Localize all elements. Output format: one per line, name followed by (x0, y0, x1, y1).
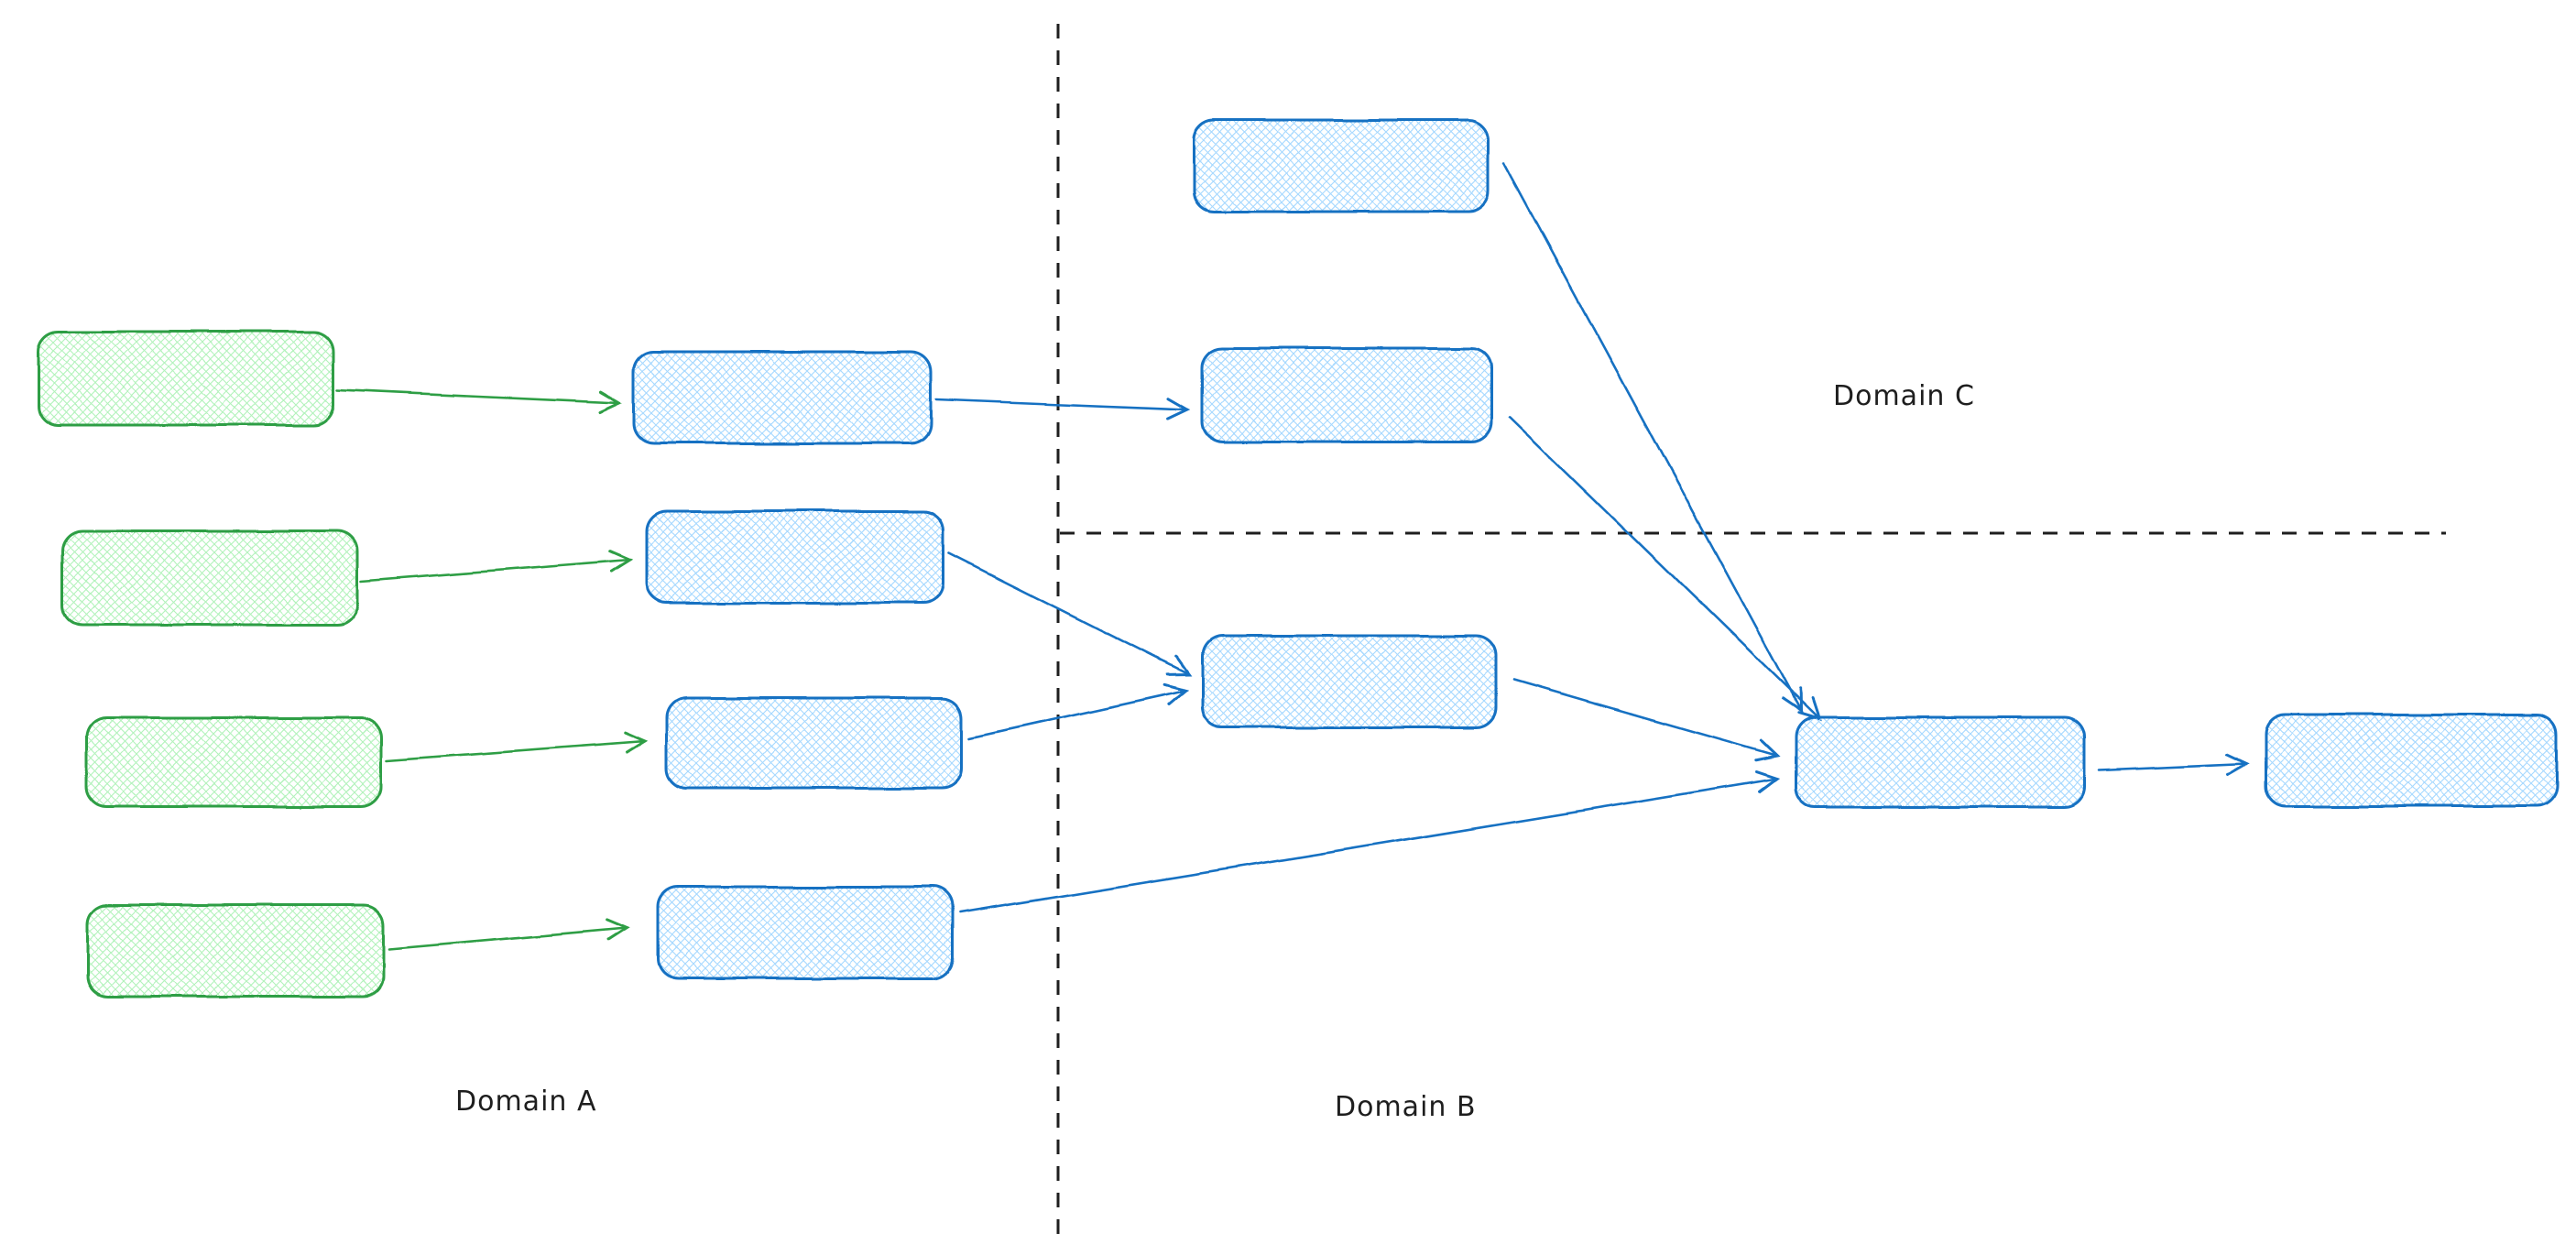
node-a-src-2 (60, 529, 359, 627)
node-c-top (1192, 118, 1490, 213)
edge-a-mid-4-to-b-hub (958, 770, 1781, 914)
domain-c-nodes (1192, 118, 1493, 443)
node-b-out (2264, 713, 2559, 808)
edge-a-src-4-to-a-mid-4 (387, 918, 630, 951)
edge-b-hub-to-b-out (2098, 753, 2250, 777)
label-domain-c: Domain C (1833, 380, 1975, 412)
node-a-src-1 (37, 330, 335, 427)
node-a-src-3 (84, 716, 383, 808)
domain-a-mid-nodes (632, 350, 964, 980)
label-domain-a: Domain A (455, 1086, 596, 1118)
edge-c-top-to-b-hub (1502, 161, 1803, 714)
node-b-hub (1794, 715, 2087, 809)
node-a-mid-3 (665, 696, 964, 790)
label-domain-b: Domain B (1335, 1091, 1477, 1123)
edge-a-mid-3-to-b-mid (967, 683, 1189, 740)
domain-b-nodes (1201, 634, 2559, 809)
node-a-mid-4 (656, 885, 955, 980)
edge-a-mid-2-to-b-mid (947, 551, 1192, 676)
node-a-src-4 (86, 903, 385, 999)
node-b-mid (1201, 634, 1498, 729)
node-c-low (1200, 346, 1493, 443)
domain-labels: Domain A Domain B Domain C (455, 380, 1975, 1123)
domain-dividers (1056, 24, 2446, 1235)
node-a-mid-1 (632, 350, 933, 445)
edges (335, 161, 2250, 951)
edge-b-mid-to-b-hub (1512, 678, 1781, 762)
node-a-mid-2 (645, 509, 945, 605)
domain-a-source-nodes (37, 330, 385, 999)
edge-a-mid-1-to-c-low (934, 397, 1191, 420)
edge-c-low-to-b-hub (1508, 416, 1822, 722)
edge-a-src-3-to-a-mid-3 (385, 731, 649, 762)
edge-a-src-1-to-a-mid-1 (335, 388, 623, 414)
edge-a-src-2-to-a-mid-2 (359, 550, 634, 583)
